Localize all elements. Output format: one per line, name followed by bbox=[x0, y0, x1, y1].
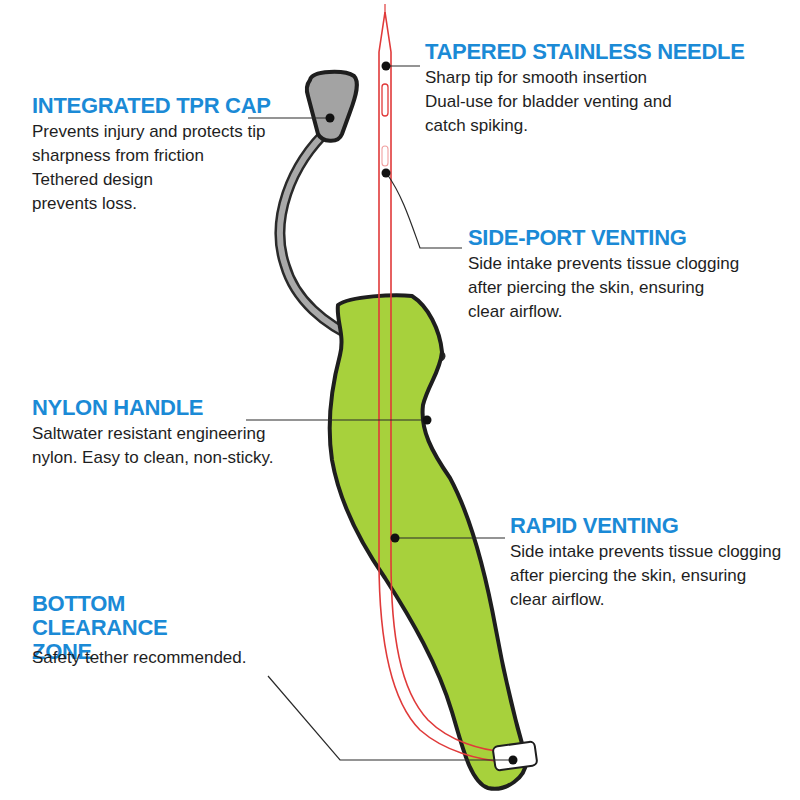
leader-line bbox=[387, 174, 462, 248]
leader-dot bbox=[382, 62, 391, 71]
callout-heading: INTEGRATED TPR CAP bbox=[32, 94, 312, 118]
callout-heading: SIDE-PORT VENTING bbox=[468, 226, 788, 250]
callout-heading: NYLON HANDLE bbox=[32, 396, 292, 420]
leader-line bbox=[246, 419, 425, 420]
callout-text: Sharp tip for smooth insertion bbox=[425, 66, 755, 90]
callout-heading: TAPERED STAINLESS NEEDLE bbox=[425, 40, 795, 64]
side-port bbox=[382, 146, 388, 166]
needle-point bbox=[384, 4, 385, 14]
callout-text: Side intake prevents tissue clogging aft… bbox=[510, 540, 782, 612]
leader-dot bbox=[423, 416, 432, 425]
leader-dot bbox=[326, 114, 335, 123]
leader-line bbox=[387, 65, 420, 66]
leader-line bbox=[268, 676, 512, 760]
nylon-handle bbox=[330, 295, 527, 788]
callout-text: Safety tether recommended. bbox=[32, 646, 292, 670]
callout-text: Tethered design prevents loss. bbox=[32, 168, 182, 216]
leader-dot bbox=[391, 534, 400, 543]
leader-line bbox=[396, 537, 505, 538]
tpr-cap bbox=[307, 72, 357, 141]
side-port bbox=[382, 84, 388, 116]
callout-heading: RAPID VENTING bbox=[510, 514, 790, 538]
callout-text: Saltwater resistant engineering nylon. E… bbox=[32, 422, 282, 470]
clearance-hole bbox=[493, 741, 538, 771]
leader-dot bbox=[382, 169, 391, 178]
callout-text: Dual-use for bladder venting and catch s… bbox=[425, 90, 685, 138]
leader-dot bbox=[509, 756, 518, 765]
needle-wall bbox=[391, 52, 505, 752]
needle-wall bbox=[379, 52, 505, 762]
needle-tip bbox=[379, 12, 391, 52]
callout-text: Prevents injury and protects tip sharpne… bbox=[32, 120, 287, 168]
callout-text: Side intake prevents tissue clogging aft… bbox=[468, 252, 740, 324]
